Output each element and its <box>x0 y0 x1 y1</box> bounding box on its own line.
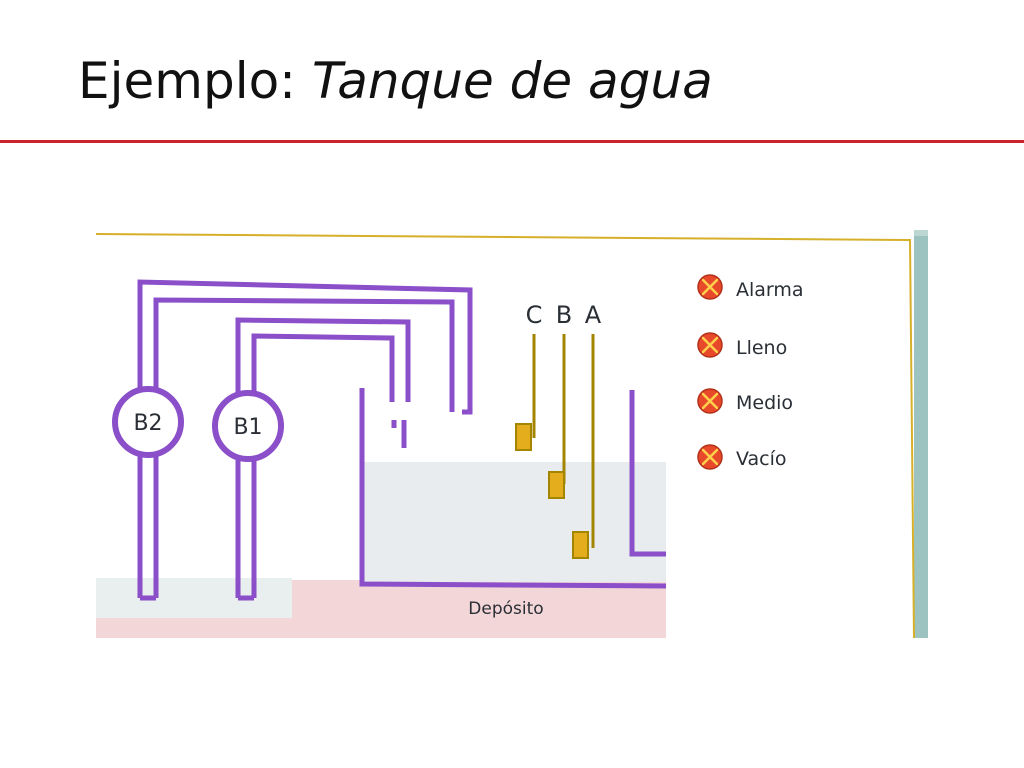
indicator-medio-label: Medio <box>736 392 793 414</box>
frame-shadow <box>914 230 928 638</box>
sensor-a-float <box>572 531 589 559</box>
sensor-c-label: C <box>526 301 543 329</box>
indicator-vacio-label: Vacío <box>736 448 787 470</box>
sensor-b-float <box>548 471 565 499</box>
sensor-a-label: A <box>585 301 602 329</box>
pump-b1: B1 <box>212 390 284 462</box>
slide-title: Ejemplo: Tanque de agua <box>78 52 713 110</box>
slide-title-italic: Tanque de agua <box>311 52 713 110</box>
tank-wall-left <box>359 388 667 589</box>
pump-base <box>96 578 292 618</box>
indicator-medio: Medio <box>697 388 793 414</box>
pump-b2-label: B2 <box>133 411 162 436</box>
sensor-a: A <box>572 301 602 559</box>
water-tank-diagram: Depósito B2 B1 C B A <box>96 230 928 638</box>
tank-wall-right <box>629 390 666 557</box>
reservoir-label: Depósito <box>468 599 543 619</box>
frame-border <box>96 233 915 638</box>
title-divider <box>0 140 1024 143</box>
indicator-lleno-label: Lleno <box>736 337 787 359</box>
pump-b1-label: B1 <box>233 415 262 440</box>
pipe-b1-inner <box>251 333 395 598</box>
sensor-b-label: B <box>556 301 572 329</box>
slide-title-prefix: Ejemplo: <box>78 52 297 110</box>
tank-water <box>364 462 666 582</box>
sensor-c: C <box>515 301 543 451</box>
pump-b2: B2 <box>112 386 184 458</box>
sensor-c-float <box>515 423 532 451</box>
indicator-vacio: Vacío <box>697 444 787 470</box>
indicator-alarma: Alarma <box>697 274 804 301</box>
indicator-alarma-label: Alarma <box>736 279 804 301</box>
sensor-b: B <box>548 301 572 499</box>
indicator-lleno: Lleno <box>697 332 787 359</box>
